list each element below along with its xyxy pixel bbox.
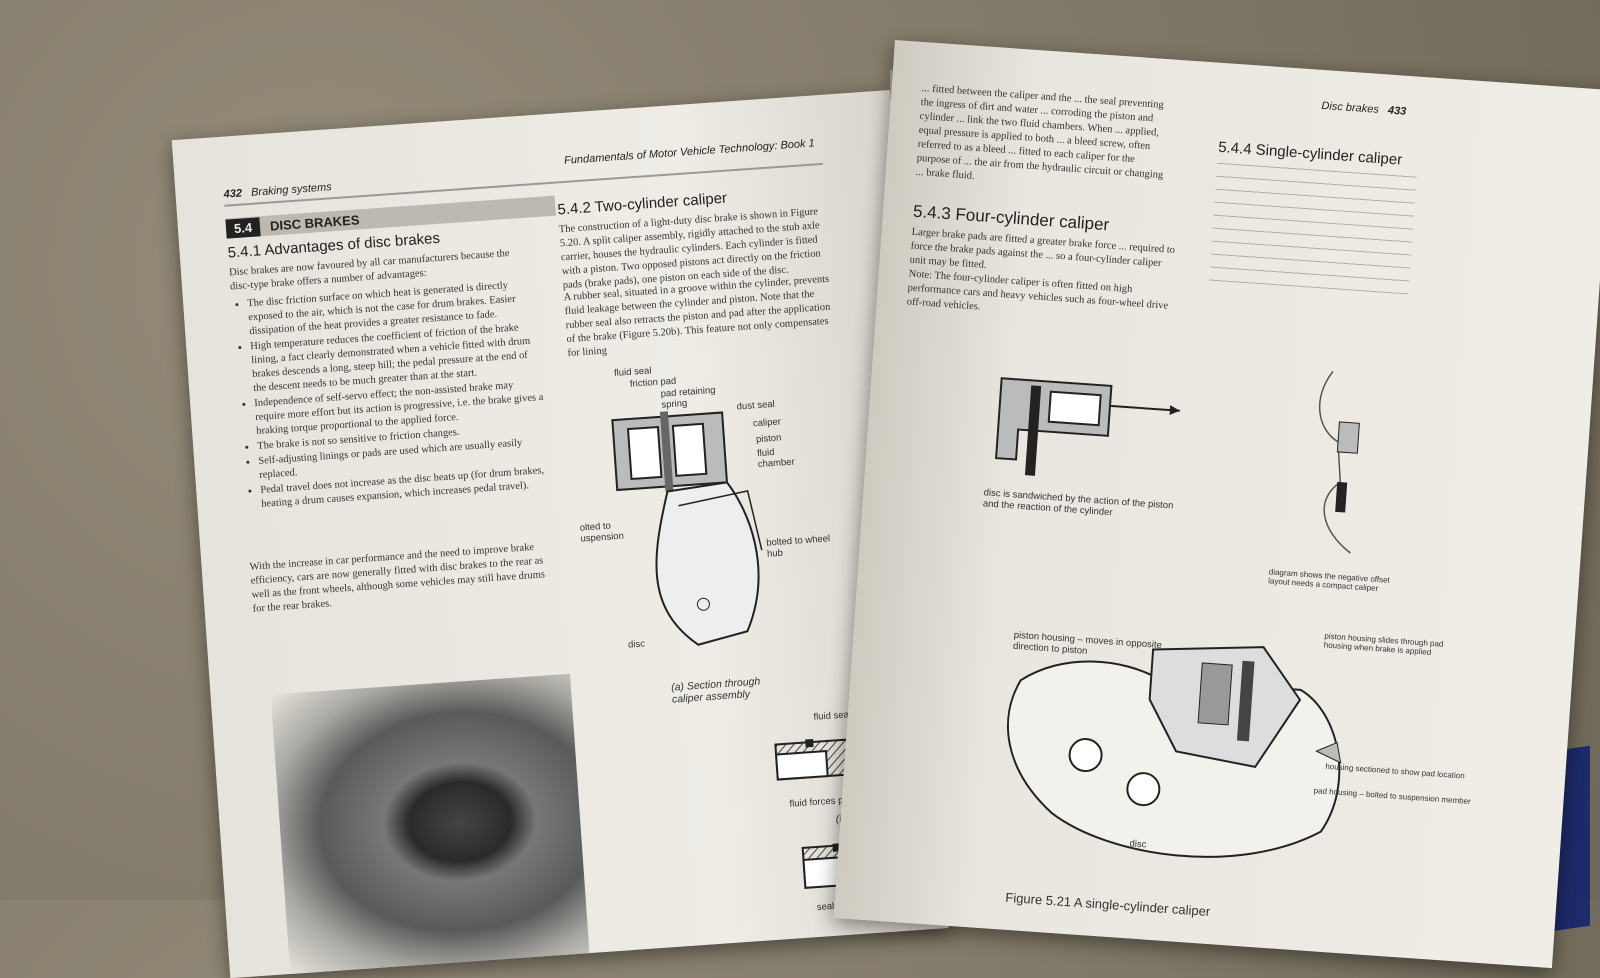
negative-offset-diagram — [1318, 370, 1360, 554]
label-disc: disc — [627, 638, 646, 651]
label-bolted-suspension: olted to uspension — [579, 520, 625, 545]
label-caliper: caliper — [752, 416, 782, 430]
label-negative-offset: diagram shows the negative offset layout… — [1267, 567, 1391, 594]
caliper-section-diagram — [611, 411, 763, 646]
figure-caption: Figure 5.21 A single-cylinder caliper — [1004, 889, 1211, 920]
right-page: Disc brakes 433 ... fitted between the c… — [833, 40, 1600, 969]
right-page-header: Disc brakes 433 — [1321, 100, 1407, 118]
four-cylinder-diagram — [995, 377, 1180, 476]
label-disc: disc — [1129, 838, 1147, 851]
header-section: Braking systems — [250, 181, 333, 199]
subsection-closing-541: With the increase in car performance and… — [249, 541, 546, 615]
label-fluid-chamber: fluid chamber — [756, 446, 796, 471]
open-book: 432 Braking systems Fundamentals of Moto… — [110, 30, 1600, 978]
disc-brake-photo — [270, 673, 590, 974]
label-fig-b-fluid-seal: fluid seal — [813, 709, 852, 723]
subsection-text-544 — [1208, 160, 1417, 295]
running-title: Fundamentals of Motor Vehicle Technology… — [563, 137, 816, 167]
label-piston: piston — [755, 432, 782, 446]
figure-a-caption: (a) Section through caliper assembly — [670, 675, 761, 706]
section-title: DISC BRAKES — [269, 211, 360, 234]
page-number: 432 — [223, 187, 243, 201]
advantages-list: The disc friction surface on which heat … — [233, 277, 551, 514]
label-disc-sandwiched: disc is sandwiched by the action of the … — [982, 487, 1174, 519]
section-number: 5.4 — [225, 216, 261, 239]
left-page: 432 Braking systems Fundamentals of Moto… — [171, 90, 949, 978]
continued-text: ... fitted between the caliper and the .… — [915, 82, 1165, 182]
header-section: Disc brakes — [1321, 99, 1380, 116]
single-cylinder-caliper-diagram — [1007, 646, 1342, 858]
page-number: 433 — [1387, 104, 1407, 118]
